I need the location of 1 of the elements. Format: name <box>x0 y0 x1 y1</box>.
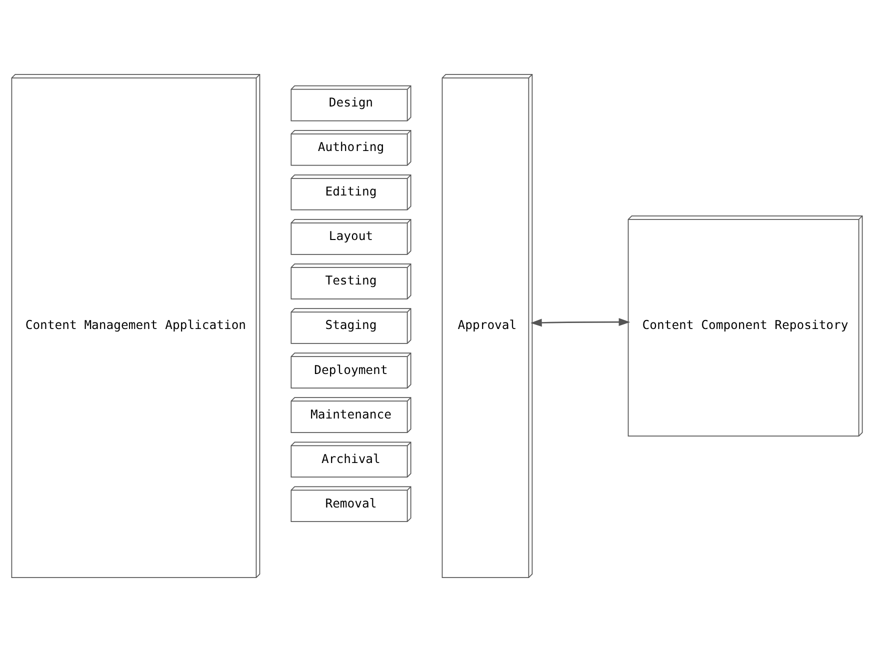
arrow <box>530 318 630 327</box>
